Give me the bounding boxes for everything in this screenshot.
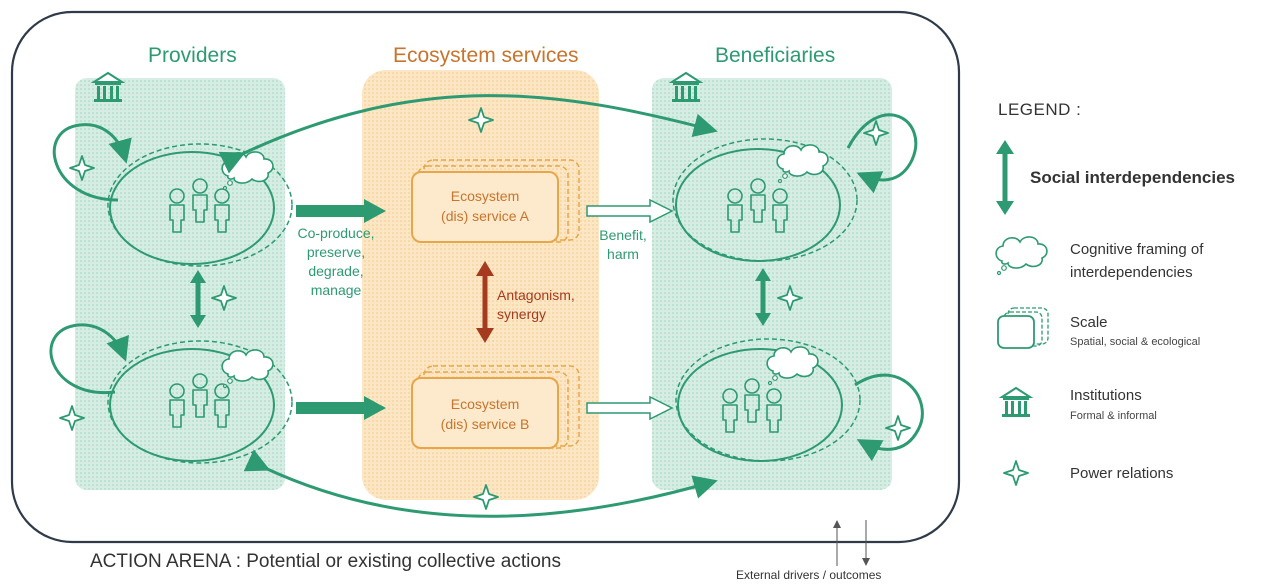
action-arena-frame	[10, 10, 961, 544]
providers-panel	[75, 78, 285, 490]
service-box-a	[411, 159, 580, 243]
legend-scale-icon	[997, 307, 1049, 349]
arrow-bottom-interdependency	[243, 449, 718, 518]
legend-institution-icon	[1001, 387, 1031, 418]
legend-cloud-icon	[995, 236, 1048, 276]
legend-scale-sublabel: Spatial, social & ecological	[1070, 336, 1201, 348]
services-heading: Ecosystem services	[393, 44, 579, 67]
vertical-arrow-beneficiaries	[755, 268, 771, 326]
service-box-b	[411, 365, 580, 449]
external-drivers-arrows	[833, 520, 870, 566]
service-a-label: Ecosystem(dis) service A	[441, 188, 529, 224]
external-drivers-caption: External drivers / outcomes	[736, 568, 882, 582]
arrow-provider-to-service-a	[296, 199, 386, 223]
legend-title: LEGEND :	[998, 100, 1082, 119]
action-arena-caption: ACTION ARENA : Potential or existing col…	[90, 551, 561, 572]
service-relations-label: Antagonism, synergy	[497, 287, 575, 322]
arrow-provider-to-service-b	[296, 396, 386, 420]
provider-group-bottom	[107, 340, 293, 464]
legend-institutions-sublabel: Formal & informal	[1070, 410, 1157, 422]
provider-group-top	[107, 143, 293, 267]
vertical-arrow-providers	[190, 270, 206, 328]
legend-institutions-label: Institutions	[1070, 387, 1142, 404]
beneficiaries-heading: Beneficiaries	[715, 44, 836, 67]
arrow-antagonism-synergy	[476, 261, 494, 343]
service-b-label: Ecosystem(dis) service B	[440, 396, 530, 432]
beneficiary-group-top	[672, 138, 858, 262]
self-loop-arrows	[49, 113, 924, 462]
legend-power-star-icon	[1003, 460, 1029, 486]
providers-heading: Providers	[148, 44, 237, 67]
provider-actions-label: Co-produce, preserve, degrade, manage	[297, 225, 375, 298]
legend-social-label: Social interdependencies	[1030, 168, 1236, 187]
arrow-service-b-to-beneficiary	[586, 395, 674, 421]
legend-scale-label: Scale	[1070, 314, 1108, 331]
arrow-top-interdependency	[218, 94, 718, 174]
beneficiary-effects-label: Benefit, harm	[599, 227, 647, 262]
legend-social-arrow-icon	[996, 140, 1014, 215]
beneficiary-group-bottom	[675, 338, 861, 462]
arrow-service-a-to-beneficiary	[586, 198, 674, 224]
legend-power-label: Power relations	[1070, 465, 1174, 482]
